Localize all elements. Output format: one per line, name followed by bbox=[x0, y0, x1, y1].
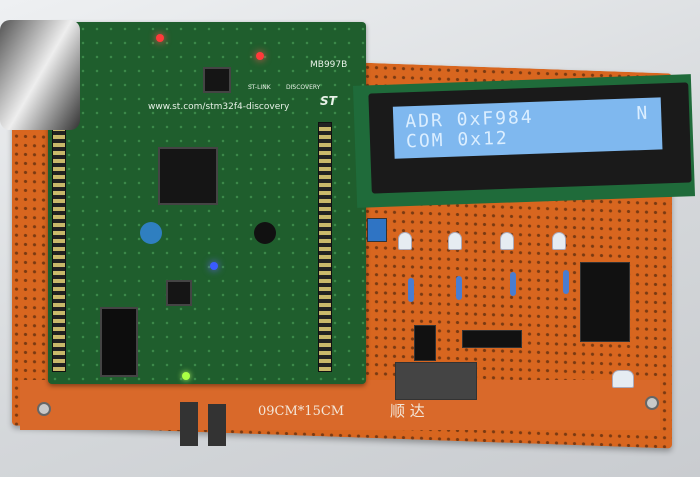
ir-transmitter-1 bbox=[180, 402, 198, 446]
white-led-2 bbox=[448, 232, 462, 250]
perfboard-edge bbox=[20, 380, 660, 430]
power-led bbox=[156, 34, 164, 42]
white-led-4 bbox=[552, 232, 566, 250]
stm32f4-discovery-board: www.st.com/stm32f4-discovery MB997B DISC… bbox=[48, 22, 366, 384]
accelerometer-chip bbox=[166, 280, 192, 306]
stlink-chip bbox=[203, 67, 231, 93]
ir-receiver bbox=[414, 325, 436, 361]
audio-jack bbox=[100, 307, 138, 377]
right-pin-header bbox=[318, 122, 332, 372]
resistor-3 bbox=[510, 272, 516, 296]
ir-led bbox=[612, 370, 634, 388]
screw-bottom-right bbox=[645, 396, 659, 410]
pin-socket bbox=[462, 330, 522, 348]
board-url: www.st.com/stm32f4-discovery bbox=[148, 102, 290, 112]
perfboard-size-label: 09CM*15CM bbox=[258, 404, 345, 419]
microcontroller-chip bbox=[158, 147, 218, 205]
board-model: MB997B bbox=[310, 60, 348, 70]
potentiometer[interactable] bbox=[367, 218, 387, 242]
reset-button[interactable] bbox=[254, 222, 276, 244]
module-socket bbox=[580, 262, 630, 342]
blue-led bbox=[210, 262, 218, 270]
metal-object bbox=[0, 20, 80, 130]
lcd-line2-text: COM 0x12 bbox=[405, 127, 510, 153]
perfboard-brand-label: 顺 达 bbox=[390, 402, 425, 420]
green-led bbox=[182, 372, 190, 380]
resistor-4 bbox=[563, 270, 569, 294]
sensor-module bbox=[395, 362, 477, 400]
stlink-label: ST-LINK bbox=[248, 84, 271, 91]
left-pin-header bbox=[52, 122, 66, 372]
ir-transmitter-2 bbox=[208, 404, 226, 446]
lcd-line1-flag: N bbox=[636, 102, 650, 125]
resistor-2 bbox=[456, 276, 462, 300]
st-logo: ST bbox=[320, 94, 337, 108]
discovery-label: DISCOVERY bbox=[286, 84, 321, 91]
resistor-1 bbox=[408, 278, 414, 302]
user-button[interactable] bbox=[140, 222, 162, 244]
screw-bottom-left bbox=[37, 402, 51, 416]
com-led bbox=[256, 52, 264, 60]
white-led-3 bbox=[500, 232, 514, 250]
white-led-1 bbox=[398, 232, 412, 250]
